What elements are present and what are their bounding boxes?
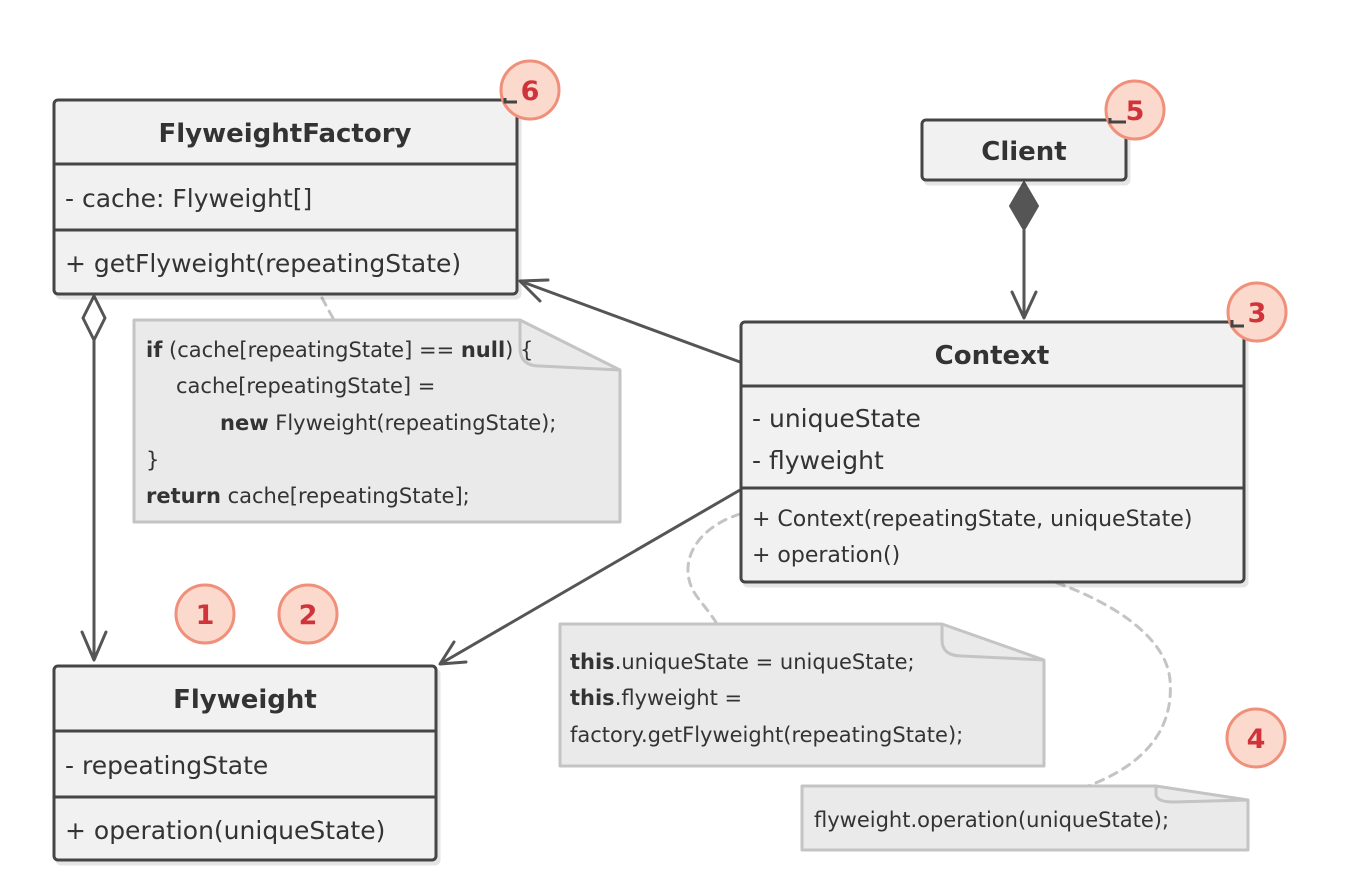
class-field: - repeatingState xyxy=(65,751,268,780)
badge-number: 4 xyxy=(1247,724,1266,755)
code-keyword: null xyxy=(461,338,505,362)
code-keyword: return xyxy=(146,484,221,508)
badge-number: 6 xyxy=(521,76,540,107)
class-client xyxy=(920,118,1128,182)
code-keyword: new xyxy=(220,411,269,435)
code-text: cache[repeatingState]; xyxy=(221,484,470,508)
badge-5: 5 xyxy=(1104,79,1166,141)
class-flyweight xyxy=(52,664,438,862)
code-text: .flyweight = xyxy=(615,686,742,710)
badge-number: 3 xyxy=(1248,298,1267,329)
aggregation-factory-flyweight xyxy=(80,294,108,662)
note-factory-line-4: } xyxy=(146,448,159,472)
note-operation xyxy=(800,784,1250,852)
note-context-line-2: this.flyweight = xyxy=(570,686,742,710)
code-text: Flyweight(repeatingState); xyxy=(269,411,557,435)
badge-3: 3 xyxy=(1226,281,1288,343)
class-name: Client xyxy=(981,137,1066,167)
code-text: (cache[repeatingState] == xyxy=(162,338,461,362)
association-context-factory xyxy=(518,278,741,364)
code-keyword: if xyxy=(146,338,163,362)
code-keyword: this xyxy=(570,650,615,674)
class-method: + operation(uniqueState) xyxy=(65,816,385,845)
code-text: cache[repeatingState] = xyxy=(176,374,435,398)
badge-6: 6 xyxy=(499,59,561,121)
note-context-line-1: this.uniqueState = uniqueState; xyxy=(570,650,915,674)
code-keyword: this xyxy=(570,686,615,710)
note-factory-line-3: new Flyweight(repeatingState); xyxy=(220,411,556,435)
note-context-line-3: factory.getFlyweight(repeatingState); xyxy=(570,723,963,747)
code-text: flyweight.operation(uniqueState); xyxy=(814,808,1169,832)
note-context xyxy=(558,622,1046,768)
class-method: + operation() xyxy=(752,543,900,568)
note-operation-line-1: flyweight.operation(uniqueState); xyxy=(814,808,1169,832)
note-factory xyxy=(132,318,622,524)
class-name: Flyweight xyxy=(173,685,317,715)
badge-number: 1 xyxy=(196,600,215,631)
code-text: } xyxy=(146,448,159,472)
class-flyweight-factory xyxy=(52,98,519,296)
class-method: + Context(repeatingState, uniqueState) xyxy=(752,507,1192,532)
badge-1: 1 xyxy=(174,583,236,645)
association-context-flyweight xyxy=(438,488,741,666)
class-field: - uniqueState xyxy=(752,404,921,433)
badge-number: 2 xyxy=(299,600,318,631)
class-method: + getFlyweight(repeatingState) xyxy=(65,249,461,278)
badge-2: 2 xyxy=(277,583,339,645)
badge-4: 4 xyxy=(1225,707,1287,769)
class-name: FlyweightFactory xyxy=(159,119,412,149)
code-text: ) { xyxy=(505,338,533,362)
code-text: factory.getFlyweight(repeatingState); xyxy=(570,723,963,747)
note-factory-line-1: if (cache[repeatingState] == null) { xyxy=(146,338,533,362)
class-field: - flyweight xyxy=(752,446,884,475)
class-name: Context xyxy=(935,341,1050,371)
class-context xyxy=(739,320,1246,584)
badge-number: 5 xyxy=(1126,96,1145,127)
note-factory-line-5: return cache[repeatingState]; xyxy=(146,484,470,508)
code-text: .uniqueState = uniqueState; xyxy=(615,650,915,674)
composition-client-context xyxy=(1009,181,1039,320)
note-factory-line-2: cache[repeatingState] = xyxy=(176,374,435,398)
class-field: - cache: Flyweight[] xyxy=(65,184,312,213)
